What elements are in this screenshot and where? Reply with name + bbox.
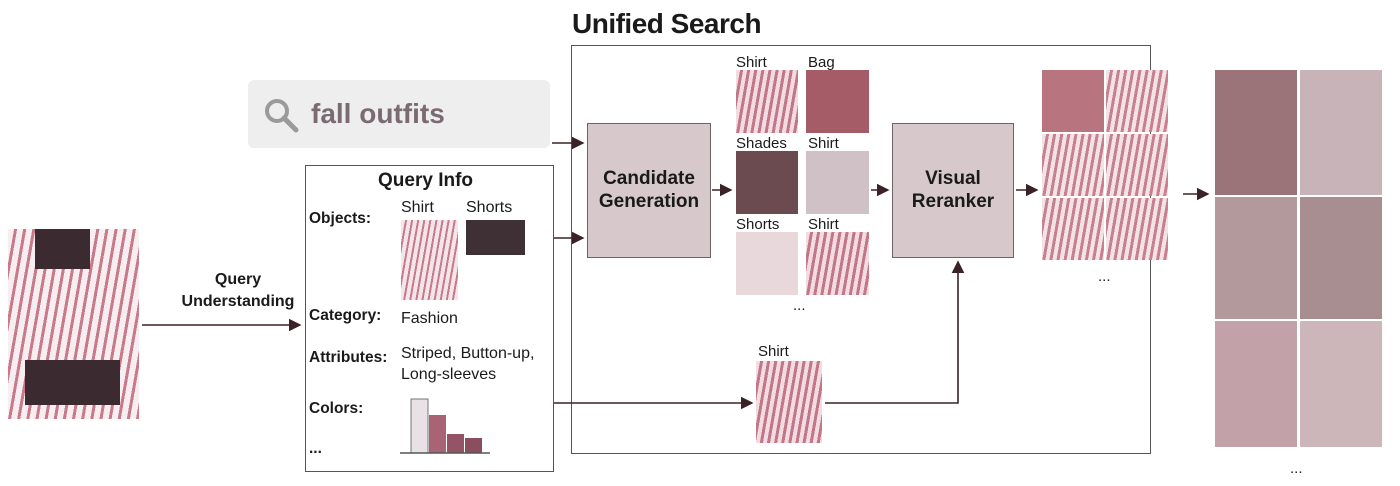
page-title: Unified Search xyxy=(572,8,762,39)
candidate-label-shirt-3: Shirt xyxy=(808,216,839,233)
reranker-input-image xyxy=(756,361,822,443)
result-image-6 xyxy=(1300,321,1382,447)
search-query-text: fall outfits xyxy=(311,98,445,129)
result-image-3 xyxy=(1215,197,1297,319)
object-shirt-label: Shirt xyxy=(401,199,434,216)
query-understanding-label: Query Understanding xyxy=(181,271,295,310)
candidate-image-bag xyxy=(806,70,869,133)
object-shorts-image xyxy=(466,220,525,255)
reranked-image-3 xyxy=(1042,134,1104,196)
result-image-4 xyxy=(1300,197,1382,319)
reranked-image-5 xyxy=(1042,198,1104,260)
reranked-image-6 xyxy=(1106,198,1168,260)
histogram-bar-4 xyxy=(465,438,482,453)
arrow-shirt-to-vr xyxy=(825,260,965,404)
object-shorts-label: Shorts xyxy=(466,199,513,216)
histogram-bar-2 xyxy=(429,415,446,453)
reranked-more: ... xyxy=(1098,268,1111,285)
candidates-more: ... xyxy=(793,297,806,314)
result-image-5 xyxy=(1215,321,1297,447)
candidate-image-shirt-2 xyxy=(806,151,869,214)
candidate-label-shirt-2: Shirt xyxy=(808,135,839,152)
query-info-box xyxy=(305,165,554,472)
color-histogram xyxy=(400,398,490,454)
colors-label: Colors: xyxy=(309,400,364,417)
result-image-1 xyxy=(1215,70,1297,195)
candidate-image-shades xyxy=(736,151,798,214)
query-image-shorts xyxy=(25,360,120,405)
reranked-image-4 xyxy=(1106,134,1168,196)
search-icon xyxy=(265,99,299,133)
candidate-label-shades: Shades xyxy=(736,135,787,152)
category-value: Fashion xyxy=(401,310,458,327)
candidate-image-shorts xyxy=(736,232,798,295)
search-bar[interactable] xyxy=(248,80,550,148)
result-image-2 xyxy=(1300,70,1382,195)
results-more: ... xyxy=(1290,460,1303,477)
query-info-title: Query Info xyxy=(378,170,474,191)
histogram-bar-3 xyxy=(447,434,464,453)
candidate-image-shirt-3 xyxy=(806,232,869,295)
candidate-label-shirt-1: Shirt xyxy=(736,54,767,71)
attributes-label: Attributes: xyxy=(309,349,388,366)
candidate-image-shirt-1 xyxy=(736,70,798,133)
attributes-value-line2: Long-sleeves xyxy=(401,366,497,383)
reranked-image-1 xyxy=(1042,70,1104,132)
candidate-label-bag: Bag xyxy=(808,54,835,71)
query-image-hair xyxy=(35,229,90,269)
candidate-label-shorts: Shorts xyxy=(736,216,780,233)
category-label: Category: xyxy=(309,307,382,324)
attributes-value-line1: Striped, Button-up, xyxy=(401,345,535,362)
objects-label: Objects: xyxy=(309,210,372,227)
object-shirt-image xyxy=(401,220,458,300)
reranker-input-label: Shirt xyxy=(758,343,789,360)
query-info-more: ... xyxy=(309,440,322,457)
reranked-image-2 xyxy=(1106,70,1168,132)
